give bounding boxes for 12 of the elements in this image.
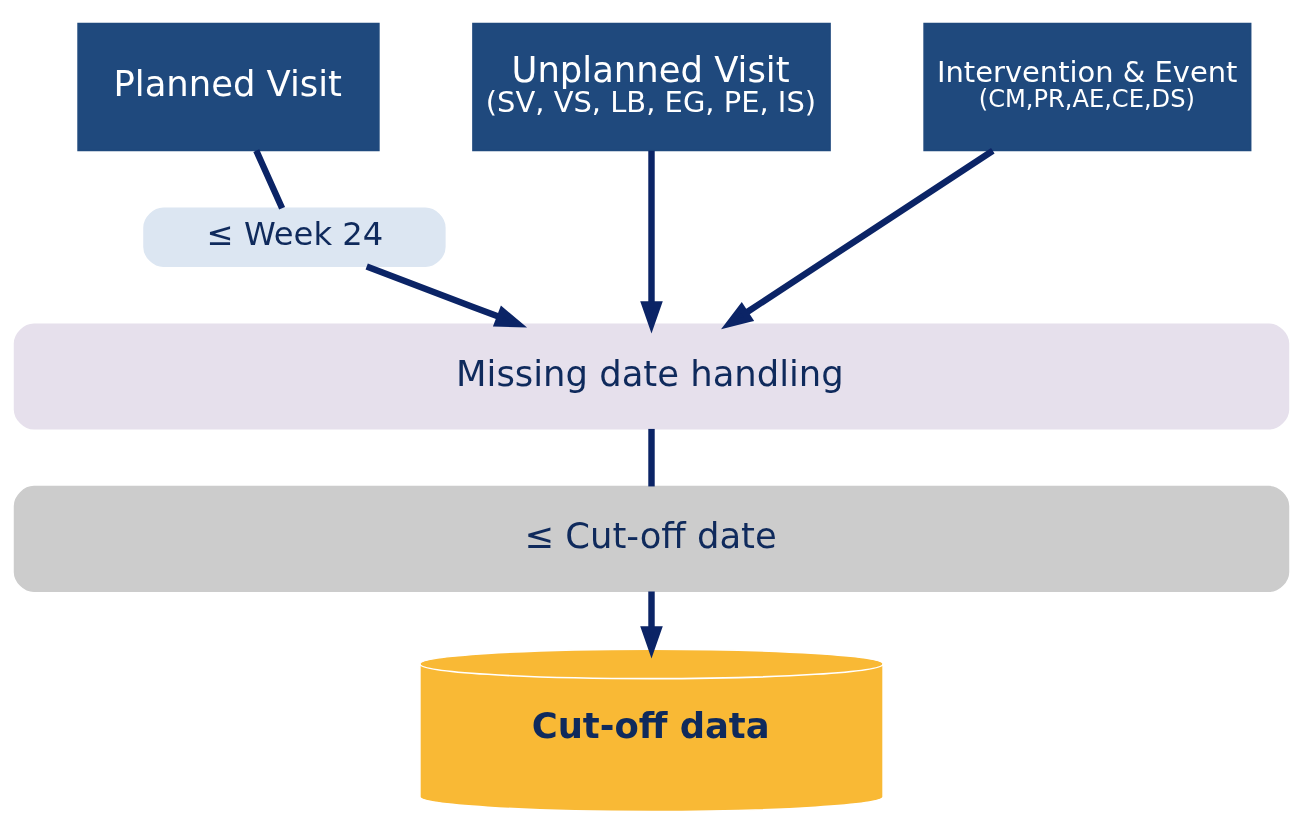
node-box: Unplanned Visit (SV, VS, LB, EG, PE, IS) <box>472 22 831 151</box>
connector <box>648 428 655 486</box>
node-box: Intervention & Event (CM,PR,AE,CE,DS) <box>923 22 1252 151</box>
node-box: Missing date handling <box>13 322 1290 430</box>
arrow <box>365 262 528 327</box>
node-box: Planned Visit <box>77 22 380 151</box>
node-box: ≤ Cut-off date <box>13 485 1290 592</box>
arrow <box>640 150 663 334</box>
node-box: ≤ Week 24 <box>143 207 446 267</box>
connector <box>253 148 286 210</box>
arrow <box>721 147 995 329</box>
arrow <box>640 590 663 658</box>
